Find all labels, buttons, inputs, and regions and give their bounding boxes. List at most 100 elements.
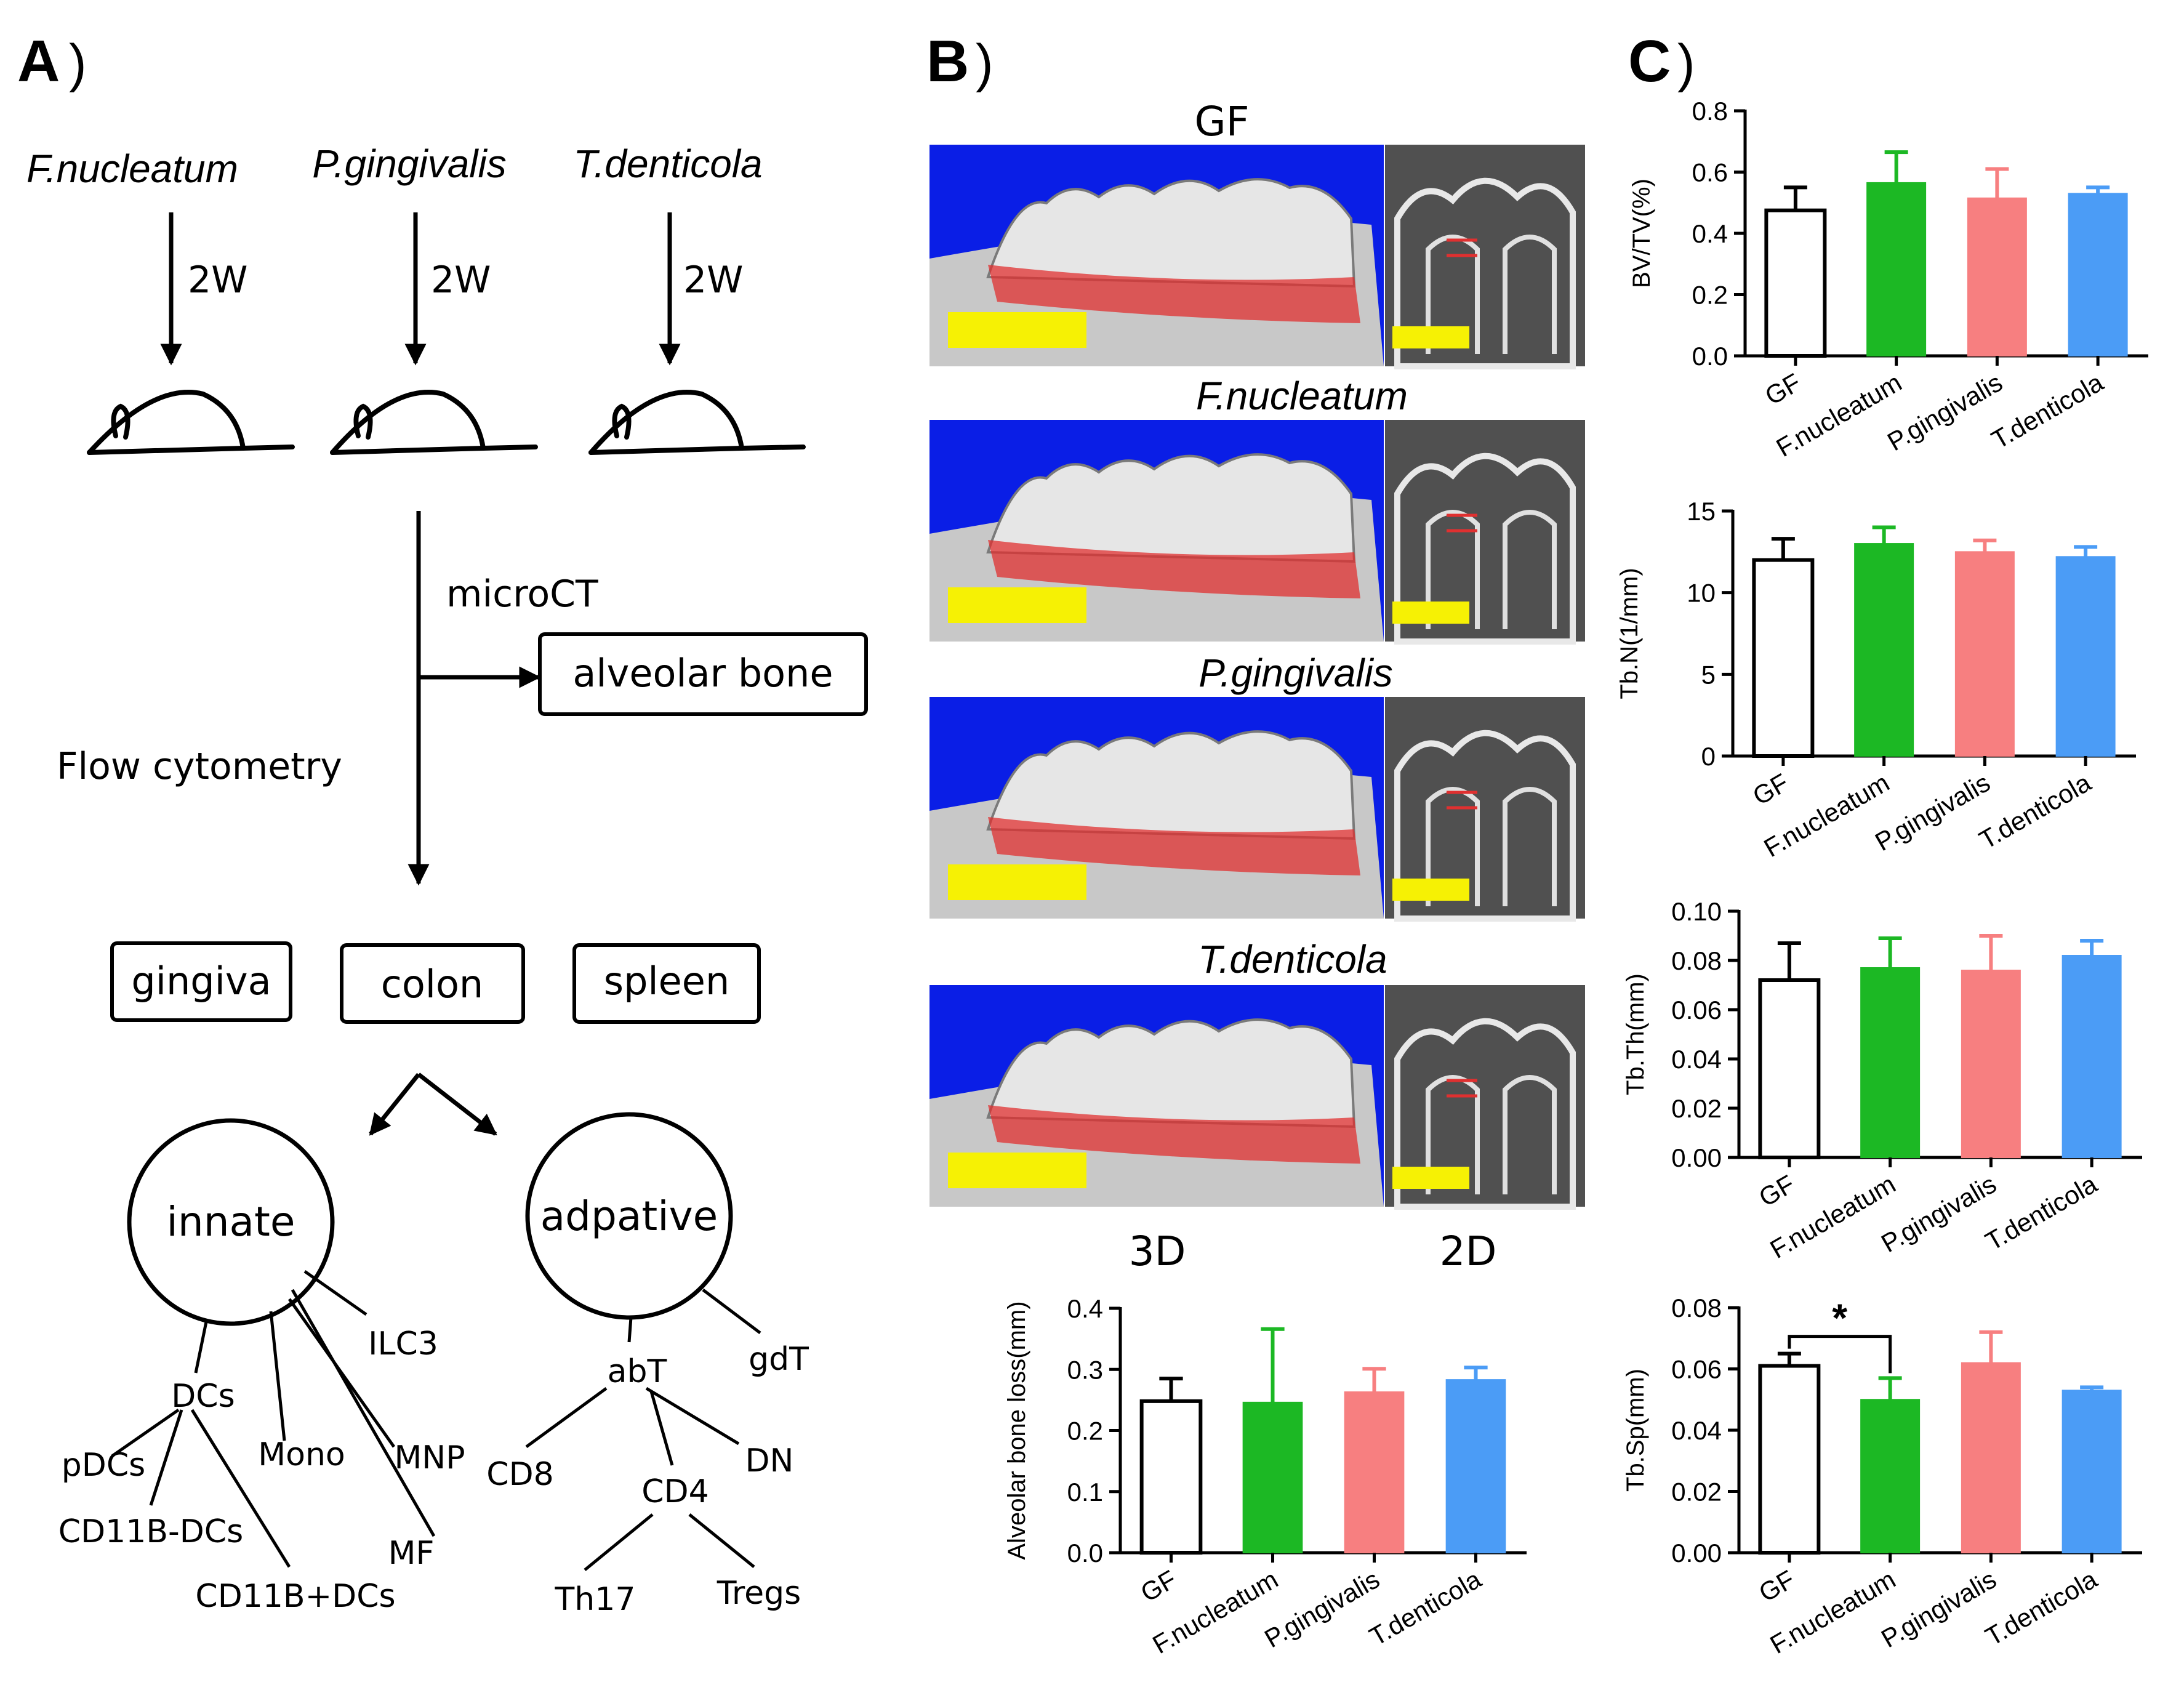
y-tick-label: 0.02 <box>1671 1478 1722 1507</box>
cell-label-mf: MF <box>388 1535 435 1572</box>
x-tick-label: T.denticola <box>1980 1564 2102 1651</box>
y-tick-label: 0.2 <box>1067 1417 1103 1446</box>
x-tick-label: GF <box>1760 368 1805 411</box>
tissue-boxes: gingiva colon spleen <box>110 941 761 1024</box>
x-tick-label: P.gingivalis <box>1876 1169 2001 1258</box>
y-tick-label: 0.4 <box>1692 219 1728 248</box>
cell-label-abt: abT <box>608 1353 667 1390</box>
significance-bracket <box>1788 1335 1892 1374</box>
alveolar-bone-highlight <box>988 817 1360 875</box>
bar <box>1752 558 1815 758</box>
bar <box>1758 978 1821 1159</box>
view-label-3d: 3D <box>1129 1228 1186 1275</box>
x-tick-label: P.gingivalis <box>1259 1564 1384 1653</box>
cell-label-pdcs: pDCs <box>62 1447 145 1484</box>
bar <box>1866 182 1927 356</box>
duration-label-pg: 2W <box>431 259 491 302</box>
root-outline <box>1426 235 1480 354</box>
x-tick-label: GF <box>1754 1564 1799 1608</box>
cell-label-th17: Th17 <box>555 1581 636 1618</box>
cell-label-dn: DN <box>745 1443 794 1479</box>
tooth-outline <box>1394 453 1576 645</box>
y-axis-label: Tb.Th(mm) <box>1622 973 1649 1095</box>
bar <box>1961 1362 2021 1554</box>
bar <box>1445 1379 1506 1554</box>
root-outline <box>1503 1075 1557 1194</box>
y-tick-label: 10 <box>1687 579 1716 608</box>
bar <box>2055 556 2116 757</box>
ct-group-title-pg: P.gingivalis <box>1198 651 1392 695</box>
y-axis-label: BV/TV(%) <box>1628 179 1655 288</box>
alveolar-bone-label: alveolar bone <box>572 651 833 696</box>
adaptive-tree <box>525 1289 761 1571</box>
y-tick-label: 0.0 <box>1692 342 1728 371</box>
bar <box>1242 1401 1303 1553</box>
mouse-icon-fn <box>87 390 295 455</box>
mouse-icon-pg <box>330 390 538 455</box>
scale-bar <box>948 312 1086 348</box>
scale-bar <box>1392 1167 1469 1189</box>
species-label-td: T.denticola <box>573 142 762 186</box>
bar <box>1961 970 2021 1158</box>
y-tick-label: 0.06 <box>1671 996 1722 1024</box>
alveolar-bone-highlight <box>988 265 1360 323</box>
x-tick-label: T.denticola <box>1365 1564 1487 1651</box>
y-tick-label: 0.1 <box>1067 1478 1103 1507</box>
species-label-fn: F.nucleatum <box>26 147 238 191</box>
arrow-to-innate <box>369 1072 420 1136</box>
bar <box>2068 193 2128 356</box>
tissue-box-gingiva <box>110 941 292 1022</box>
y-tick-label: 0.0 <box>1067 1539 1103 1567</box>
bar <box>2062 955 2122 1158</box>
y-tick-label: 0.6 <box>1692 158 1728 187</box>
significance-star: * <box>1832 1296 1847 1340</box>
scale-bar <box>1392 879 1469 901</box>
y-tick-label: 0.04 <box>1671 1045 1722 1074</box>
microct-label: microCT <box>446 573 598 616</box>
panel-label-a-paren: ) <box>69 34 87 93</box>
y-tick-label: 0.08 <box>1671 946 1722 975</box>
bar <box>1758 1364 1821 1555</box>
root-outline <box>1503 235 1557 354</box>
ct-row-pg <box>929 697 1585 922</box>
x-tick-label: P.gingivalis <box>1870 768 1995 856</box>
y-tick-label: 0.10 <box>1671 897 1722 926</box>
ct-row-td <box>929 985 1585 1210</box>
root-outline <box>1426 787 1480 906</box>
cell-label-cd11b-pos-dcs: CD11B+DCs <box>195 1578 395 1615</box>
panel-label-c-paren: ) <box>1677 34 1695 93</box>
alveolar-bone-highlight <box>988 1105 1360 1164</box>
cell-label-dcs: DCs <box>171 1378 235 1415</box>
cell-label-mnp: MNP <box>394 1439 465 1476</box>
panel-a: A ) F.nucleatum P.gingivalis T.denticola… <box>17 28 868 1618</box>
y-tick-label: 0.4 <box>1067 1294 1103 1323</box>
root-outline <box>1426 1075 1480 1194</box>
bar <box>1954 551 2015 757</box>
view-label-2d: 2D <box>1440 1228 1497 1275</box>
cell-label-cd8: CD8 <box>486 1456 553 1493</box>
species-label-pg: P.gingivalis <box>312 142 506 186</box>
y-tick-label: 15 <box>1687 497 1716 526</box>
tissue-box-spleen <box>572 943 761 1024</box>
y-tick-label: 0.06 <box>1671 1355 1722 1384</box>
tissue-label-spleen: spleen <box>604 959 729 1004</box>
ct-group-title-td: T.denticola <box>1198 937 1387 981</box>
alveolar-bone-highlight <box>988 540 1360 598</box>
bar <box>1967 197 2027 356</box>
cell-label-cd11b-neg-dcs: CD11B-DCs <box>58 1513 243 1550</box>
cell-label-mono: Mono <box>258 1436 345 1473</box>
bar <box>1860 1399 1921 1553</box>
molar-teeth <box>986 1018 1356 1129</box>
y-axis-label: Tb.N(1/mm) <box>1616 568 1643 699</box>
adaptive-label: adpative <box>540 1193 718 1240</box>
duration-label-fn: 2W <box>188 259 248 302</box>
y-tick-label: 0.3 <box>1067 1355 1103 1384</box>
scale-bar <box>948 1153 1086 1188</box>
mouse-icon-td <box>588 390 806 455</box>
x-tick-label: P.gingivalis <box>1876 1564 2001 1653</box>
ct-group-title-fn: F.nucleatum <box>1196 374 1408 418</box>
duration-label-td: 2W <box>683 259 744 302</box>
bar <box>1344 1391 1405 1553</box>
x-tick-label: T.denticola <box>1974 768 2096 855</box>
x-tick-label: GF <box>1136 1564 1181 1608</box>
